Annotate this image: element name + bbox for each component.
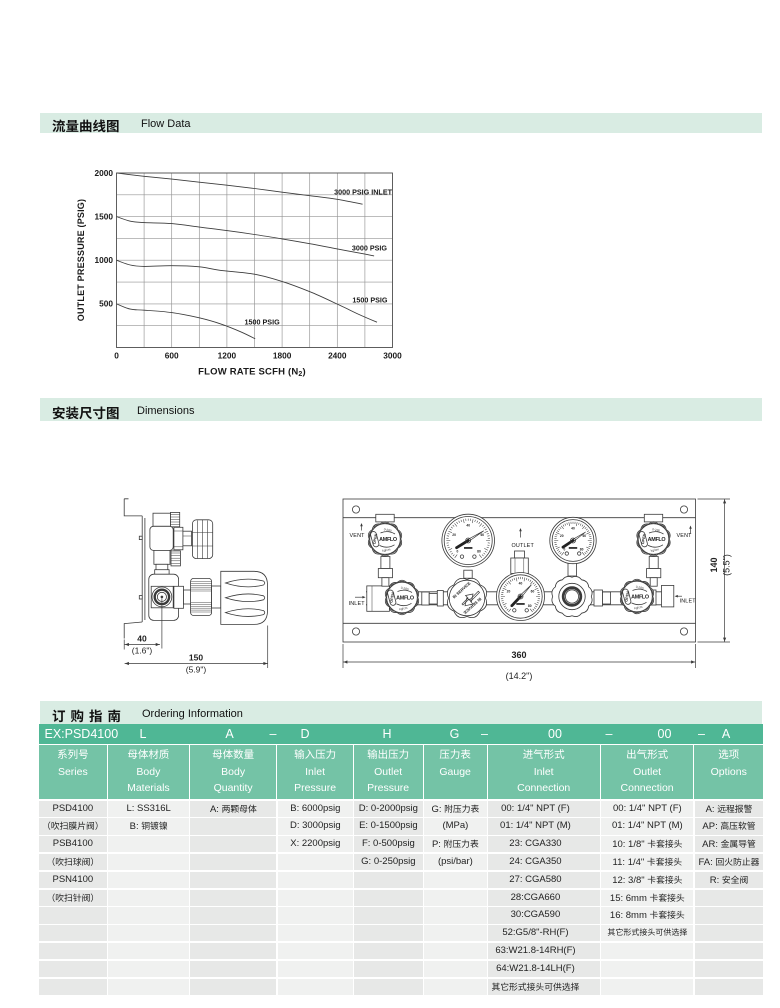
svg-text:20: 20 bbox=[452, 533, 456, 537]
svg-text:OPEN: OPEN bbox=[372, 533, 378, 544]
svg-text:20: 20 bbox=[507, 590, 511, 594]
svg-text:1500 PSIG: 1500 PSIG bbox=[352, 296, 388, 305]
svg-text:(14.2"): (14.2") bbox=[506, 671, 533, 681]
svg-text:kg/cm: kg/cm bbox=[634, 605, 643, 610]
svg-text:500: 500 bbox=[99, 299, 113, 309]
svg-text:1000: 1000 bbox=[95, 255, 114, 265]
svg-text:AMFLO: AMFLO bbox=[379, 537, 397, 543]
svg-text:OPEN: OPEN bbox=[389, 592, 395, 603]
svg-text:1800: 1800 bbox=[273, 351, 292, 361]
svg-text:kg/cm: kg/cm bbox=[650, 547, 659, 552]
svg-text:1500 PSIG: 1500 PSIG bbox=[245, 318, 281, 327]
svg-text:AMFLO: AMFLO bbox=[396, 596, 414, 602]
svg-text:OPEN: OPEN bbox=[641, 533, 647, 544]
svg-text:140: 140 bbox=[709, 557, 719, 572]
svg-text:OUTLET PRESSURE (PSIG): OUTLET PRESSURE (PSIG) bbox=[76, 199, 86, 321]
svg-text:0-280: 0-280 bbox=[652, 527, 661, 533]
svg-text:3000 PSIG INLET: 3000 PSIG INLET bbox=[334, 188, 393, 197]
svg-text:80: 80 bbox=[528, 604, 532, 608]
svg-text:600: 600 bbox=[165, 351, 179, 361]
svg-text:AMFLO: AMFLO bbox=[631, 595, 649, 601]
svg-text:40: 40 bbox=[137, 634, 147, 644]
svg-text:0: 0 bbox=[563, 547, 565, 551]
svg-text:kg/cm: kg/cm bbox=[399, 606, 408, 611]
svg-text:(5.5"): (5.5") bbox=[722, 554, 732, 576]
svg-text:VENT: VENT bbox=[350, 533, 366, 539]
svg-text:3000 PSIG: 3000 PSIG bbox=[352, 244, 388, 253]
svg-text:0: 0 bbox=[114, 351, 119, 361]
svg-text:1500: 1500 bbox=[95, 211, 114, 221]
svg-text:2000: 2000 bbox=[95, 168, 114, 178]
svg-text:INLET: INLET bbox=[680, 599, 697, 605]
svg-text:0-280: 0-280 bbox=[635, 585, 644, 591]
svg-text:80: 80 bbox=[477, 550, 481, 554]
svg-text:(1.6"): (1.6") bbox=[132, 646, 153, 656]
svg-text:kg/cm: kg/cm bbox=[382, 547, 391, 552]
svg-text:2400: 2400 bbox=[328, 351, 347, 361]
svg-text:40: 40 bbox=[519, 582, 523, 586]
svg-text:FLOW RATE SCFH (N2): FLOW RATE SCFH (N2) bbox=[198, 367, 306, 379]
svg-text:60: 60 bbox=[531, 590, 535, 594]
svg-text:20: 20 bbox=[560, 534, 564, 538]
svg-text:150: 150 bbox=[189, 653, 203, 663]
svg-text:OPEN: OPEN bbox=[624, 591, 630, 602]
svg-text:INLET: INLET bbox=[349, 601, 366, 607]
svg-text:60: 60 bbox=[582, 534, 586, 538]
svg-text:40: 40 bbox=[571, 527, 575, 531]
svg-text:80: 80 bbox=[580, 547, 584, 551]
svg-text:VENT: VENT bbox=[677, 533, 693, 539]
svg-text:3000: 3000 bbox=[383, 351, 402, 361]
svg-text:60: 60 bbox=[480, 533, 484, 537]
svg-text:0-280: 0-280 bbox=[383, 527, 392, 533]
svg-text:AMFLO: AMFLO bbox=[648, 537, 666, 543]
svg-text:40: 40 bbox=[466, 523, 470, 527]
svg-text:0-280: 0-280 bbox=[400, 586, 409, 592]
svg-text:360: 360 bbox=[511, 650, 526, 660]
svg-text:(5.9"): (5.9") bbox=[186, 665, 207, 675]
svg-text:OUTLET: OUTLET bbox=[512, 543, 535, 549]
svg-text:0: 0 bbox=[456, 550, 458, 554]
svg-text:1200: 1200 bbox=[218, 351, 237, 361]
